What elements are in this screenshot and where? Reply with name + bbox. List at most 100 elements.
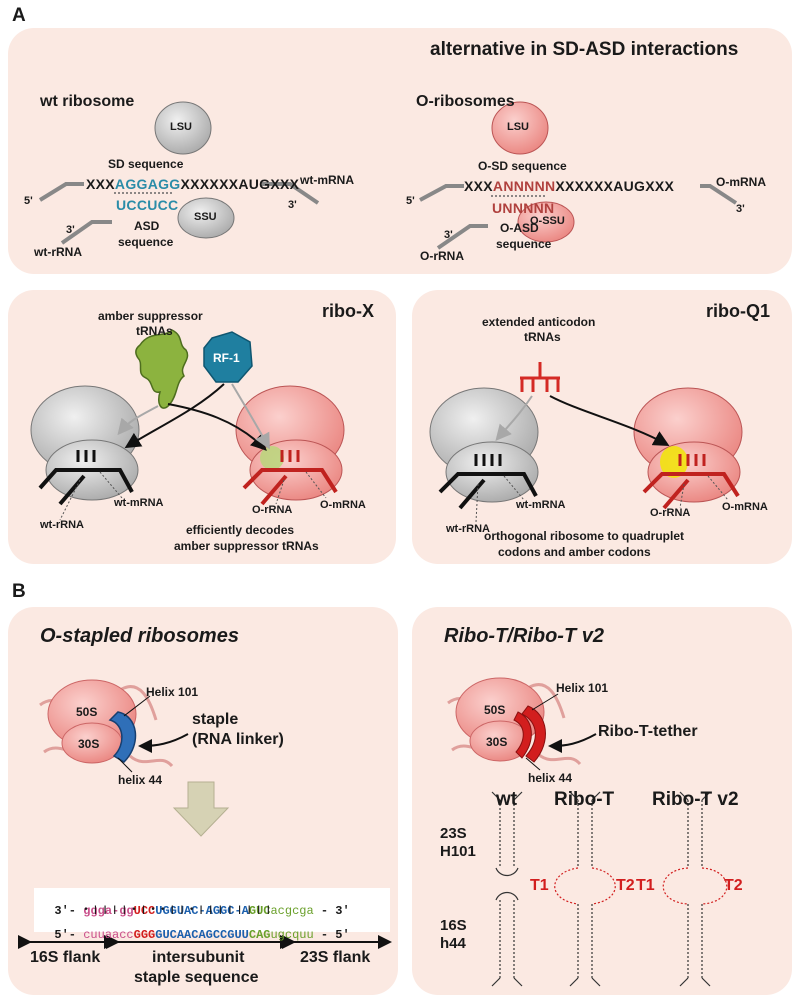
staple-bottom-blue: GUCAACAGCCGUU	[155, 928, 249, 942]
panel-a-sd-asd-background	[8, 28, 792, 274]
o-asd-seq: UNNNNN	[492, 200, 555, 216]
staple-top-green: acgcga	[270, 904, 314, 918]
wt-sd-label: SD sequence	[108, 157, 184, 171]
staple-pairing-marks: • | | | | • | • • | | • | | | | | | | |	[40, 905, 271, 915]
ribox-arrow-trna-to-wt	[117, 405, 159, 436]
ribox-o-rrna-label: O-rRNA	[252, 504, 293, 516]
riboq1-diagram	[429, 362, 743, 523]
ribox-o-anticodon	[280, 450, 300, 462]
col-wt-label: wt	[496, 789, 518, 810]
riboq1-trna-label-2: tRNAs	[524, 330, 561, 344]
ribox-arrow-rf1-to-o	[231, 383, 270, 450]
o-mrna-prefix: XXX	[464, 178, 493, 194]
o-sd-label: O-SD sequence	[478, 159, 567, 173]
riboq1-wt-rrna-label: wt-rRNA	[446, 523, 490, 535]
staple-bottom-pink: cuuaacc	[83, 928, 134, 942]
riboq1-caption-2: codons and amber codons	[498, 545, 651, 559]
ribotv2-t2-label: T2	[724, 877, 743, 894]
ribot-t1-label: T1	[530, 877, 549, 894]
riboq1-wt-anticodon	[474, 454, 502, 466]
o-mrna-mid: XXXXXX	[555, 178, 614, 194]
ribox-o-rrna-leader	[275, 479, 285, 505]
ribot-helix44-label: helix 44	[528, 771, 573, 785]
staple-top-blue: UGGUAC-AGGC-A	[155, 904, 249, 918]
o-mrna-suffix: XXX	[645, 178, 675, 194]
row-h101-label: H101	[440, 843, 476, 860]
panel-letter-a: A	[12, 5, 26, 26]
stapled-down-arrow	[172, 781, 230, 837]
riboq1-caption-1: orthogonal ribosome to quadruplet	[484, 529, 684, 543]
o-three-prime-mrna: 3'	[736, 203, 745, 215]
stapled-helix101-leader	[123, 695, 151, 717]
ribox-arrow-rf1-to-wt	[124, 383, 225, 449]
ribox-o-mrna-line	[242, 468, 338, 494]
riboq1-wt-mrna-leader	[503, 475, 525, 501]
o-mrna-5prime-line	[419, 184, 464, 202]
riboq1-arrow-to-wt	[495, 395, 533, 442]
o-lsu-label: LSU	[507, 121, 529, 133]
o-mrna-3prime-line	[700, 184, 738, 205]
o-sd-seq: ANNNNN	[492, 178, 556, 194]
o-start-codon: AUG	[613, 178, 646, 194]
o-lsu-shape	[491, 101, 549, 155]
staple-bottom-suffix: - 5'	[313, 928, 350, 942]
stapled-title: O-stapled ribosomes	[40, 625, 239, 647]
riboq1-o-rrna-label: O-rRNA	[650, 507, 691, 519]
staple-label-2: (RNA linker)	[192, 731, 284, 748]
staple-bottom-strand: 5'- cuuaaccGGGGUCAACAGCCGUUCAGugcquu - 5…	[40, 917, 350, 942]
staple-bottom-green-caps: CAG	[248, 928, 271, 942]
wt-start-codon: AUG	[238, 176, 271, 192]
o-rrna-line	[436, 224, 488, 250]
wt-three-prime-mrna: 3'	[288, 199, 297, 211]
ribot-diagram	[447, 677, 728, 987]
o-rrna-label: O-rRNA	[420, 249, 464, 263]
ribot-helix101-label: Helix 101	[556, 681, 609, 695]
o-three-prime-rrna: 3'	[444, 229, 453, 241]
ribotv2-secondary-structure	[662, 791, 728, 987]
ribox-wt-mrna-label: wt-mRNA	[114, 497, 164, 509]
riboq1-wt-mrna-line	[438, 472, 538, 497]
ribox-wt-rrna-leader	[59, 479, 81, 521]
ribox-trna-label-2: tRNAs	[136, 324, 173, 338]
ribot-t2-label: T2	[616, 877, 635, 894]
wt-asd-label-1: ASD	[134, 219, 160, 233]
panel-ribot-background	[412, 607, 792, 995]
ribox-wt-anticodon	[76, 450, 96, 462]
wt-mrna-mid: XXXXXX	[180, 176, 239, 192]
o-asd-label-1: O-ASD	[500, 221, 539, 235]
stapled-50s-label: 50S	[76, 705, 98, 719]
o-ribosome-diagram	[419, 101, 738, 250]
ribot-helix44-leader	[525, 757, 541, 771]
amber-suppressor-trna-shape	[135, 329, 189, 409]
staple-sequence-box	[34, 888, 390, 932]
riboq1-wt-rrna-line	[458, 478, 486, 510]
wt-five-prime: 5'	[24, 195, 33, 207]
wt-three-prime-rrna: 3'	[66, 224, 75, 236]
staple-bottom-green: ugcquu	[270, 928, 314, 942]
ribot-30s-label: 30S	[486, 735, 508, 749]
ribox-title: ribo-X	[322, 301, 374, 321]
o-asd-label-2: sequence	[496, 237, 552, 251]
ribot-title: Ribo-T/Ribo-T v2	[444, 625, 604, 647]
ribot-helix101-leader	[531, 693, 559, 711]
extended-anticodon-trna-shape	[520, 362, 560, 392]
wt-mrna-5prime-line	[38, 182, 84, 202]
stapled-helix101-label: Helix 101	[146, 685, 199, 699]
ribox-wt-rrna-label: wt-rRNA	[40, 519, 84, 531]
panel-a-title: alternative in SD-ASD interactions	[430, 39, 739, 60]
staple-seq-label-1: intersubunit	[152, 949, 245, 966]
col-ribot-label: Ribo-T	[554, 789, 615, 810]
ribox-caption-1: efficiently decodes	[186, 523, 295, 537]
ribot-tether-inner	[513, 711, 532, 759]
staple-top-pink: ggga-gg	[83, 904, 134, 918]
wt-rrna-label: wt-rRNA	[34, 245, 82, 259]
wt-ribosome-diagram	[38, 101, 320, 245]
riboq1-trna-label-1: extended anticodon	[482, 315, 596, 329]
wt-rrna-line	[60, 220, 112, 245]
row-16s-label: 16S	[440, 917, 467, 934]
riboq1-title: ribo-Q1	[706, 301, 771, 321]
staple-top-suffix: - 3'	[313, 904, 350, 918]
ribox-trna-label-1: amber suppressor	[98, 309, 203, 323]
staple-bottom-prefix: 5'-	[54, 928, 84, 942]
rf1-label: RF-1	[213, 351, 240, 365]
